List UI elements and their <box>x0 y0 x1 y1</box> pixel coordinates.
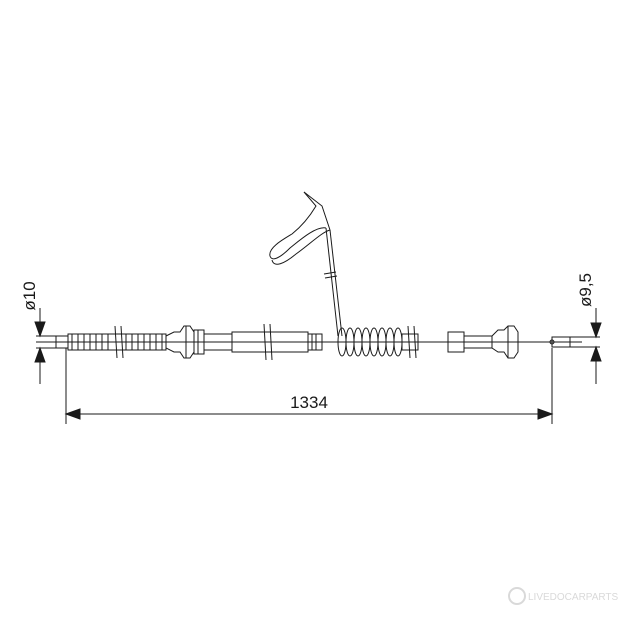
length-label: 1334 <box>290 393 328 412</box>
right-diameter-label: ø9,5 <box>576 273 595 307</box>
watermark-logo-icon <box>508 587 526 605</box>
spring <box>337 325 419 359</box>
watermark: LIVEDOCARPARTS <box>508 587 618 605</box>
conduit-sleeve <box>231 323 323 361</box>
watermark-text: LIVEDOCARPARTS <box>528 592 618 603</box>
length-dimension <box>64 348 554 424</box>
right-end-fitting <box>447 325 571 359</box>
left-diameter-dimension <box>34 308 64 384</box>
wire-hook <box>269 191 343 337</box>
right-diameter-dimension <box>570 308 602 384</box>
left-diameter-label: ø10 <box>20 281 39 310</box>
